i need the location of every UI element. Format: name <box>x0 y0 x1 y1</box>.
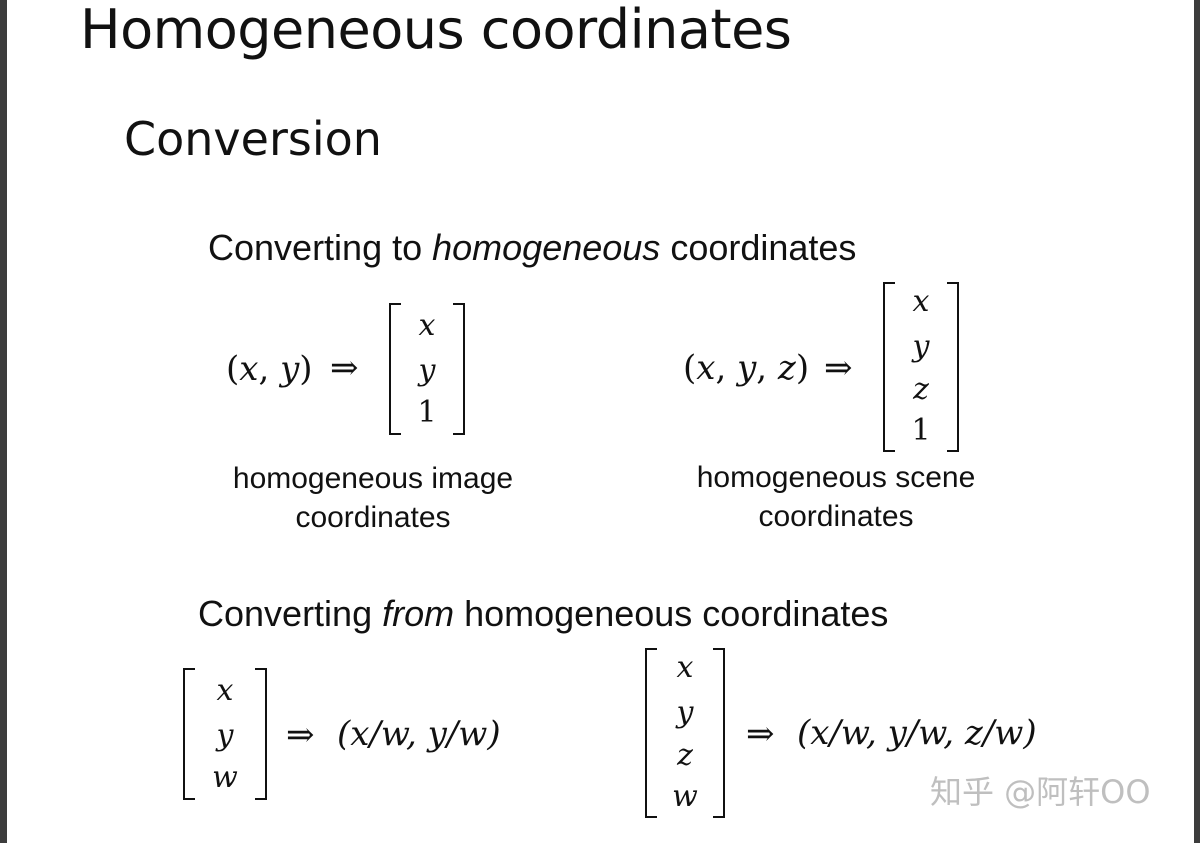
image-2d-vector: x y 1 <box>389 303 465 435</box>
var-x: x <box>239 349 259 389</box>
from-3d-rhs: (x/w, y/w, z/w) <box>797 713 1037 753</box>
to-heading-post: coordinates <box>660 227 857 268</box>
from-2d-vector: x y w <box>183 668 267 800</box>
bracket-right <box>713 648 725 818</box>
vector-entry: y <box>676 695 694 730</box>
vector-entry: x <box>216 673 234 708</box>
vector-entry: 1 <box>911 413 931 448</box>
paren-close: ) <box>299 349 313 389</box>
image-2d-arrow: ⇒ <box>330 348 359 388</box>
vector-entry: w <box>672 779 698 814</box>
from-2d-arrow: ⇒ <box>286 715 315 755</box>
vector-entry: x <box>912 284 930 319</box>
vector-entry: y <box>912 329 930 364</box>
from-heading-em: from <box>382 593 455 634</box>
bracket-left <box>183 668 195 800</box>
slide-title: Homogeneous coordinates <box>80 0 792 61</box>
comma: , <box>756 348 778 388</box>
scene-3d-vector: x y z 1 <box>883 282 959 452</box>
paren-open: ( <box>683 348 697 388</box>
scene-3d-caption: homogeneous scene coordinates <box>680 458 992 536</box>
from-3d-arrow: ⇒ <box>746 714 775 754</box>
section-title: Conversion <box>124 112 382 166</box>
scene-3d-arrow: ⇒ <box>824 348 853 388</box>
vector-entry: x <box>676 650 694 685</box>
vector-entry: x <box>418 308 436 343</box>
bracket-left <box>645 648 657 818</box>
caption-line: coordinates <box>295 501 451 534</box>
vector-entry: z <box>913 372 929 407</box>
vector-entry: z <box>677 738 693 773</box>
vector-entry: y <box>216 718 234 753</box>
bracket-left <box>883 282 895 452</box>
to-heading-em: homogeneous <box>432 227 661 268</box>
caption-line: homogeneous scene <box>696 461 976 494</box>
right-window-edge <box>1194 0 1200 843</box>
vector-entry: y <box>418 353 436 388</box>
from-heading-pre: Converting <box>198 593 383 634</box>
scene-3d-lhs: (x, y, z) <box>683 348 809 388</box>
bracket-right <box>453 303 465 435</box>
comma: , <box>715 348 738 388</box>
comma: , <box>258 349 281 389</box>
left-window-edge <box>0 0 7 843</box>
image-2d-lhs: (x, y) <box>226 349 313 389</box>
from-3d-vector: x y z w <box>645 648 725 818</box>
image-2d-caption: homogeneous image coordinates <box>218 459 528 537</box>
from-homogeneous-heading: Converting from homogeneous coordinates <box>198 594 888 634</box>
watermark-text: 知乎 @阿轩OO <box>930 773 1151 811</box>
var-y: y <box>737 348 757 388</box>
var-z: z <box>777 348 796 388</box>
var-x: x <box>696 348 716 388</box>
bracket-right <box>947 282 959 452</box>
caption-line: coordinates <box>758 500 914 533</box>
paren-close: ) <box>795 348 810 388</box>
var-y: y <box>280 349 300 389</box>
from-heading-post: homogeneous coordinates <box>454 593 889 634</box>
to-homogeneous-heading: Converting to homogeneous coordinates <box>208 228 856 268</box>
bracket-left <box>389 303 401 435</box>
from-2d-rhs: (x/w, y/w) <box>337 714 501 754</box>
vector-entry: 1 <box>417 395 437 430</box>
caption-line: homogeneous image <box>232 462 514 495</box>
to-heading-pre: Converting to <box>208 227 433 268</box>
vector-entry: w <box>212 760 238 795</box>
bracket-right <box>255 668 267 800</box>
paren-open: ( <box>226 349 240 389</box>
